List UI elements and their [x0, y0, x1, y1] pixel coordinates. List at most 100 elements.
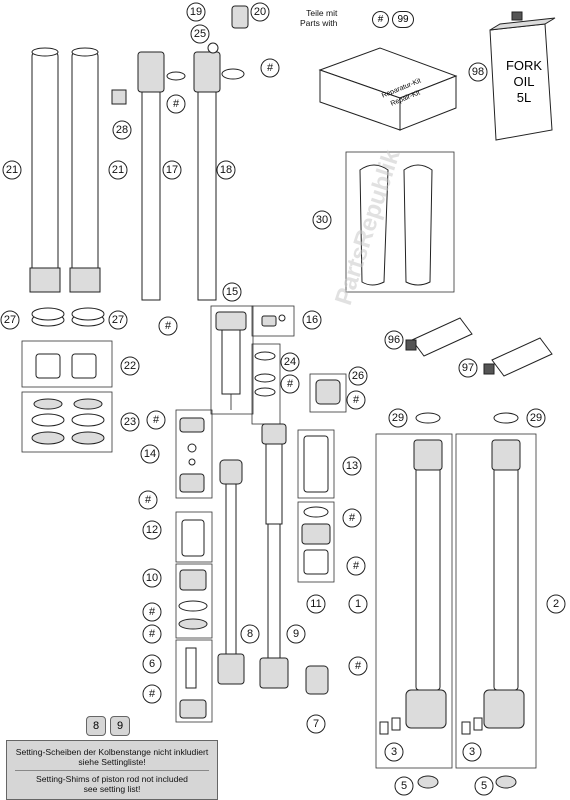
seal-ring-left: [31, 307, 65, 327]
callout-cHash6: #: [142, 684, 162, 704]
callout-cHash24: #: [280, 374, 300, 394]
callout-c6: 6: [142, 654, 162, 674]
callout-c3a: 3: [384, 742, 404, 762]
callout-c98: 98: [468, 62, 488, 82]
callout-c10: 10: [142, 568, 162, 588]
callout-c24: 24: [280, 352, 300, 372]
callout-label: 11: [310, 598, 321, 610]
oil-can-label-1: FORK: [506, 58, 542, 73]
legend-text: Teile mit Parts with: [300, 8, 337, 28]
callout-c11: 11: [306, 594, 326, 614]
washers-24: [254, 351, 276, 397]
callout-label: #: [353, 560, 360, 572]
callout-label: #: [149, 628, 156, 640]
callout-label: #: [153, 414, 160, 426]
callout-c30: 30: [312, 210, 332, 230]
frame-16: [251, 305, 295, 337]
frame-26: [309, 373, 347, 413]
callout-cHash14a: #: [146, 410, 166, 430]
fork-oil-can: FORK OIL 5L: [489, 11, 556, 141]
callout-label: 29: [392, 412, 404, 424]
callout-c12: 12: [142, 520, 162, 540]
screw-cap-parts: [207, 5, 249, 54]
sleeve-frame: [345, 151, 455, 293]
callout-c9: 9: [286, 624, 306, 644]
callout-label: 12: [146, 524, 158, 536]
bushings-22: [35, 353, 97, 379]
seals-23: [31, 398, 105, 445]
callout-c2: 2: [546, 594, 566, 614]
screws-3b: [461, 717, 483, 735]
callout-c22: 22: [120, 356, 140, 376]
callout-c14: 14: [140, 444, 160, 464]
bushing-frame-22: [21, 340, 113, 388]
fork-leg-2: [483, 439, 525, 729]
repair-kit-box: Reparatur-Kit Repair-Kit: [318, 47, 458, 131]
callout-label: 27: [112, 314, 124, 326]
callout-c29b: 29: [526, 408, 546, 428]
grease-tube-97: [483, 337, 553, 377]
frame-6: [175, 639, 213, 723]
o-ring-29b: [493, 412, 519, 424]
callout-c17: 17: [162, 160, 182, 180]
callout-c29a: 29: [388, 408, 408, 428]
axle-nut-5b: [495, 775, 517, 789]
callout-c97: 97: [458, 358, 478, 378]
callout-c25: 25: [190, 24, 210, 44]
legend-badge: # 99: [372, 11, 414, 28]
callout-label: #: [149, 606, 156, 618]
frame-15: [210, 305, 254, 415]
setting-note: Setting-Scheiben der Kolbenstange nicht …: [6, 740, 218, 800]
callout-cHash11b: #: [346, 556, 366, 576]
frame-12: [175, 511, 213, 563]
spring-assembly-15: [215, 311, 247, 410]
callout-c5b: 5: [474, 776, 494, 796]
valve-11: [301, 506, 331, 575]
callout-label: 7: [313, 718, 319, 730]
axle-nut-5a: [417, 775, 439, 789]
small-parts-16: [261, 314, 286, 327]
spring-13: [303, 435, 329, 493]
callout-c21a: 21: [2, 160, 22, 180]
callout-label: 14: [144, 448, 156, 460]
o-ring-29a: [415, 412, 441, 424]
legend-line-1: Teile mit: [306, 8, 338, 18]
callout-label: 25: [194, 28, 206, 40]
callout-label: 28: [116, 124, 128, 136]
callout-c8: 8: [240, 624, 260, 644]
oil-can-label-3: 5L: [517, 90, 531, 105]
valve-6: [179, 647, 207, 719]
callout-label: #: [145, 494, 152, 506]
fork-leg-1: [405, 439, 447, 729]
outer-tube-right: [69, 47, 101, 293]
callout-cHash11a: #: [342, 508, 362, 528]
callout-cHash7: #: [348, 656, 368, 676]
badge-8: 8: [86, 716, 106, 736]
callout-c3b: 3: [462, 742, 482, 762]
callout-c27a: 27: [0, 310, 20, 330]
callout-c26: 26: [348, 366, 368, 386]
legend-number: 99: [392, 11, 414, 28]
spring-12: [181, 519, 205, 557]
frame-fork-2: [455, 433, 537, 769]
legend-line-2: Parts with: [300, 18, 338, 28]
callout-label: #: [173, 98, 180, 110]
callout-label: #: [165, 320, 172, 332]
frame-fork-1: [375, 433, 453, 769]
callout-label: 21: [6, 164, 18, 176]
callout-label: 21: [112, 164, 124, 176]
frame-10: [175, 563, 213, 639]
frame-11: [297, 501, 335, 583]
valve-assembly-14: [179, 417, 205, 493]
callout-label: 97: [462, 362, 474, 374]
seal-frame-23: [21, 391, 113, 453]
note-divider: [15, 770, 209, 771]
callout-c27b: 27: [108, 310, 128, 330]
callout-label: 98: [472, 66, 484, 78]
callout-cHash10b: #: [142, 624, 162, 644]
callout-label: #: [267, 62, 274, 74]
callout-label: 16: [306, 314, 318, 326]
callout-label: 20: [254, 6, 266, 18]
valve-10: [178, 569, 208, 630]
callout-label: #: [349, 512, 356, 524]
